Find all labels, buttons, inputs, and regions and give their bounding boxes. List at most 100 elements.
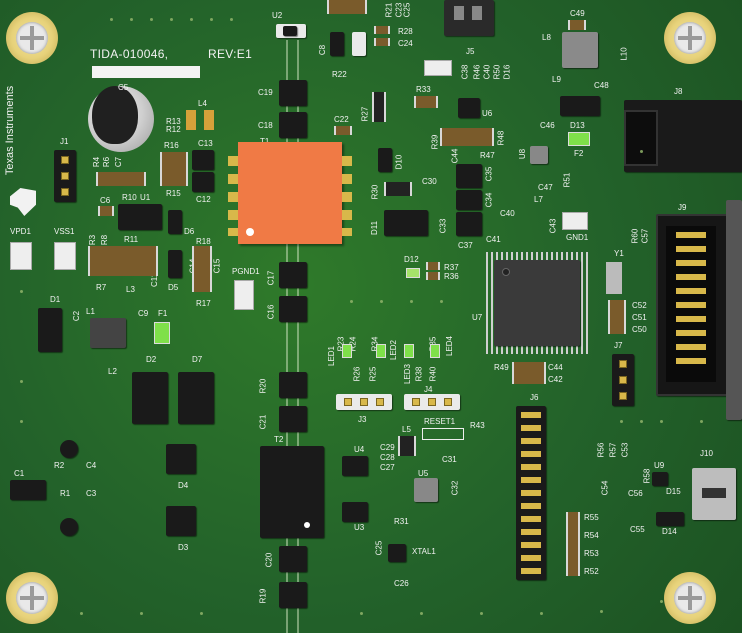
label-r56: R56 — [596, 442, 606, 458]
led-d12 — [406, 268, 420, 278]
testpoint-pgnd1 — [234, 280, 254, 310]
cap-c49 — [568, 20, 586, 30]
via — [110, 18, 113, 21]
cap-c22 — [334, 126, 352, 135]
via — [360, 612, 363, 615]
crystal-y1 — [606, 262, 622, 294]
led-3 — [404, 344, 414, 358]
crystal-xtal1 — [388, 544, 406, 562]
via — [150, 18, 153, 21]
label-c44: C44 — [450, 148, 460, 164]
diode-c9 — [352, 32, 366, 56]
chip-u8 — [530, 146, 548, 164]
via — [140, 612, 143, 615]
label-c54: C54 — [600, 480, 610, 496]
label-r6: R6 — [102, 156, 112, 168]
label-u9: U9 — [654, 461, 665, 470]
label-c21: C21 — [258, 414, 268, 430]
pin — [61, 172, 69, 180]
label-r13: R13 — [166, 117, 181, 126]
label-c43: C43 — [548, 218, 558, 234]
diode-d1 — [38, 308, 62, 352]
ti-logo: Texas Instruments — [4, 70, 42, 230]
via — [620, 420, 623, 423]
via — [210, 18, 213, 21]
label-d5: D5 — [168, 283, 179, 292]
label-d7: D7 — [192, 355, 203, 364]
j5-screw-2 — [472, 6, 482, 20]
label-j4: J4 — [424, 385, 433, 394]
transformer-pins-left — [228, 156, 238, 236]
chip-d3 — [166, 506, 196, 536]
label-reset1: RESET1 — [424, 417, 456, 426]
cap-c20 — [279, 546, 307, 572]
label-r39: R39 — [430, 134, 440, 150]
label-vss1: VSS1 — [54, 227, 75, 236]
small-parts — [96, 172, 146, 186]
res-r33 — [414, 96, 438, 108]
label-r26: R26 — [352, 366, 362, 382]
cap-c6 — [98, 206, 114, 216]
via — [660, 600, 663, 603]
t2-pin1-dot — [304, 522, 310, 528]
label-c4: C4 — [86, 461, 97, 470]
via — [640, 150, 643, 153]
fuse-f1 — [154, 322, 170, 344]
chip-d4 — [166, 444, 196, 474]
label-c40b: C40 — [500, 209, 515, 218]
label-r51: R51 — [562, 172, 572, 188]
via — [540, 612, 543, 615]
cap-c24 — [374, 38, 390, 46]
reset-button-outline — [422, 428, 464, 440]
label-r31: R31 — [394, 517, 409, 526]
label-r33: R33 — [416, 85, 431, 94]
pin — [61, 156, 69, 164]
label-y1: Y1 — [614, 249, 624, 258]
label-t1: T1 — [260, 138, 269, 146]
label-c19: C19 — [258, 88, 273, 97]
via — [600, 610, 603, 613]
via — [480, 612, 483, 615]
label-c38: C38 — [460, 64, 470, 80]
label-r38: R38 — [414, 366, 424, 382]
label-d16: D16 — [502, 64, 512, 80]
label-u5: U5 — [418, 469, 429, 478]
label-r49: R49 — [494, 363, 509, 372]
fuse-f2 — [568, 132, 590, 146]
label-c18: C18 — [258, 121, 273, 130]
label-d10: D10 — [394, 154, 404, 170]
label-c50: C50 — [632, 325, 647, 334]
label-c29: C29 — [380, 443, 395, 452]
label-d6: D6 — [184, 227, 195, 236]
inductor-l5 — [398, 436, 416, 456]
label-r21: R21 — [384, 2, 394, 18]
label-r57: R57 — [608, 442, 618, 458]
label-c25: C25 — [402, 2, 412, 18]
label-vpd1: VPD1 — [10, 227, 31, 236]
label-l4: L4 — [198, 99, 207, 108]
res-r30 — [384, 182, 412, 196]
diode-d7 — [178, 372, 214, 424]
mounting-hole-bottom-left — [6, 572, 58, 624]
res-r37 — [426, 262, 440, 270]
diode-right-top — [560, 96, 600, 116]
pin — [344, 398, 352, 406]
via — [440, 300, 443, 303]
testpoint-vpd1 — [10, 242, 32, 270]
j9-pins — [676, 232, 706, 372]
chip-u2-body — [283, 26, 297, 36]
label-led4: LED4 — [445, 335, 455, 357]
mounting-hole-bottom-right — [664, 572, 716, 624]
label-r53: R53 — [584, 549, 599, 558]
parts-r18 — [192, 246, 212, 292]
label-c1: C1 — [14, 469, 25, 478]
label-r15: R15 — [166, 189, 181, 198]
parts-r16 — [160, 152, 188, 186]
pin — [619, 376, 627, 384]
chip-u4 — [342, 456, 368, 476]
label-c25b: C25 — [374, 540, 384, 556]
cap-c35 — [456, 164, 482, 188]
label-r37: R37 — [444, 263, 459, 272]
label-r50: R50 — [492, 64, 502, 80]
label-r52: R52 — [584, 567, 599, 576]
